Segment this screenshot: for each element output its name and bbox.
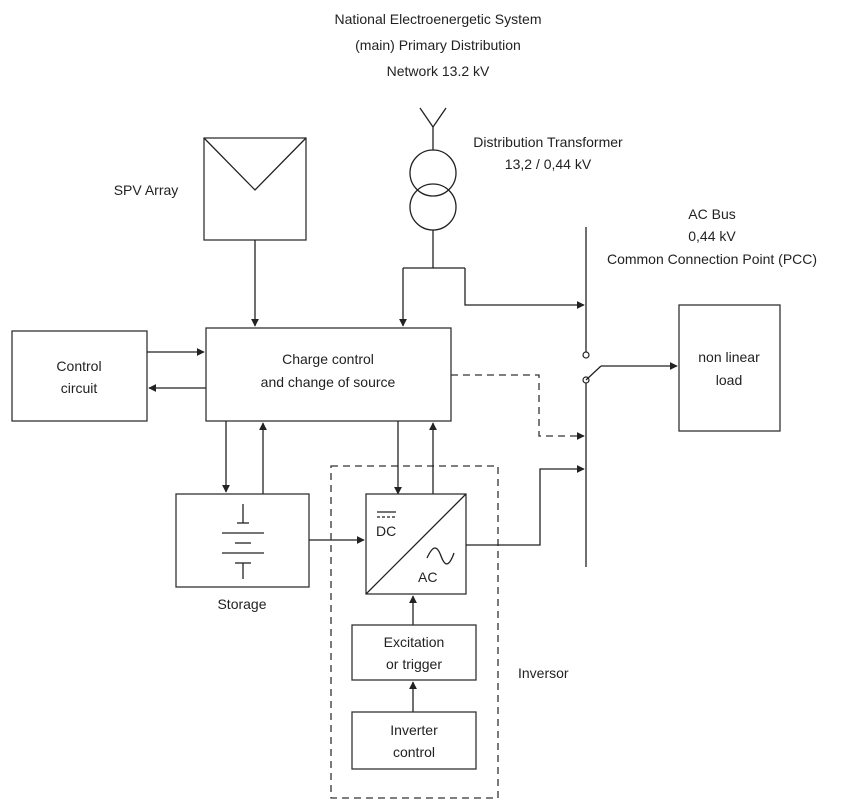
control-circuit-label-line1: Control bbox=[56, 358, 101, 374]
load-switch-icon bbox=[585, 362, 678, 381]
ac-bus-label-line3: Common Connection Point (PCC) bbox=[607, 251, 817, 267]
ac-sine-icon bbox=[426, 547, 455, 565]
ac-bus-line bbox=[582, 227, 590, 567]
grid-connection-icon bbox=[419, 107, 447, 150]
storage-label: Storage bbox=[217, 596, 266, 612]
excitation-label-line1: Excitation bbox=[384, 634, 445, 650]
inverter-to-bus-arrow bbox=[466, 465, 585, 546]
network-title-line1: National Electroenergetic System bbox=[335, 11, 542, 27]
control-circuit-box: Control circuit bbox=[11, 330, 148, 422]
ac-label: AC bbox=[418, 569, 437, 585]
inversor-label: Inversor bbox=[518, 665, 569, 681]
excitation-trigger-box: Excitation or trigger bbox=[351, 624, 477, 681]
network-title-line2: (main) Primary Distribution bbox=[355, 37, 521, 53]
battery-icon bbox=[222, 504, 264, 579]
ac-bus-label-line1: AC Bus bbox=[688, 206, 735, 222]
spv-array-icon bbox=[203, 137, 307, 241]
dc-label: DC bbox=[376, 523, 396, 539]
network-title-line3: Network 13.2 kV bbox=[387, 63, 490, 79]
dc-symbol-icon bbox=[377, 511, 396, 518]
inverter-control-box: Inverter control bbox=[351, 711, 477, 770]
excitation-label-line2: or trigger bbox=[386, 656, 442, 672]
transformer-label-line1: Distribution Transformer bbox=[473, 134, 623, 150]
charge-control-box: Charge control and change of source bbox=[205, 327, 452, 422]
nonlinear-load-box: non linear load bbox=[678, 304, 781, 432]
inversor-enclosure bbox=[330, 465, 499, 799]
load-label-line1: non linear bbox=[698, 349, 760, 365]
spv-array-label: SPV Array bbox=[114, 182, 179, 198]
charge-control-label-line2: and change of source bbox=[261, 374, 396, 390]
inverter-control-label-line2: control bbox=[393, 744, 435, 760]
load-label-line2: load bbox=[716, 372, 742, 388]
inverter-control-label-line1: Inverter bbox=[390, 722, 438, 738]
charge-control-label-line1: Charge control bbox=[282, 351, 374, 367]
transformer-icon bbox=[409, 149, 457, 231]
transformer-label-line2: 13,2 / 0,44 kV bbox=[505, 156, 592, 172]
control-circuit-label-line2: circuit bbox=[61, 380, 98, 396]
ac-bus-label-line2: 0,44 kV bbox=[688, 228, 736, 244]
dc-ac-converter-box bbox=[365, 493, 467, 595]
charge-to-bus-dashed-arrow bbox=[451, 374, 585, 440]
transformer-connection-lines bbox=[399, 230, 585, 327]
